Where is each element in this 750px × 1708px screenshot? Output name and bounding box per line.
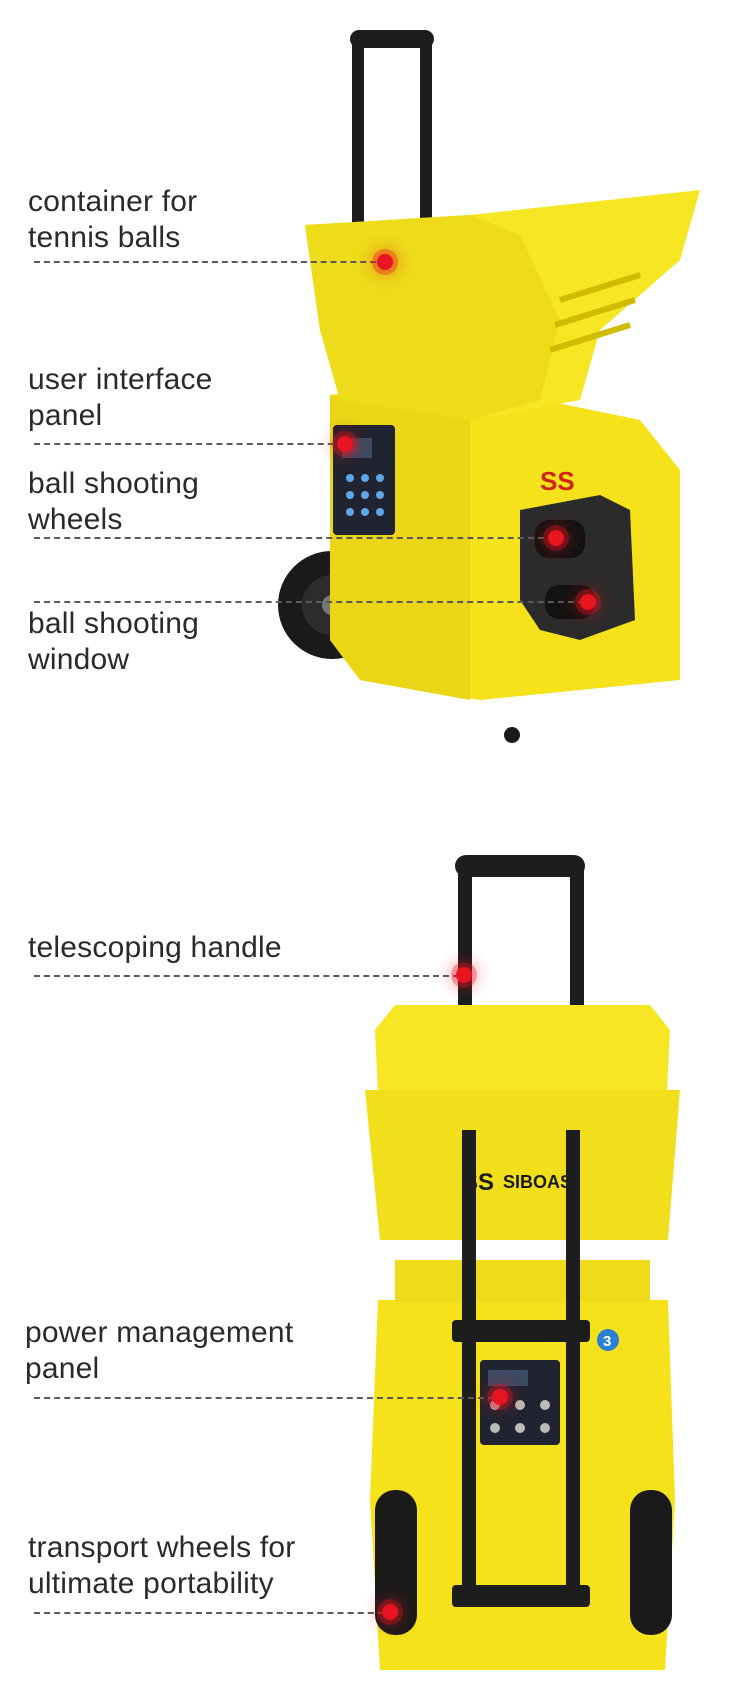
label-handle: telescoping handle — [28, 931, 282, 964]
brand-name: SIBOASI — [503, 1172, 577, 1192]
hotspot-transport-wheels[interactable] — [382, 1604, 398, 1620]
leader-shooting-wheels — [34, 537, 554, 539]
hotspot-power-panel[interactable] — [492, 1389, 508, 1405]
hotspot-handle[interactable] — [456, 967, 472, 983]
hotspot-shooting-wheels[interactable] — [548, 530, 564, 546]
label-power-panel: power management panel — [25, 1316, 294, 1385]
hotspot-shooting-window[interactable] — [580, 594, 596, 610]
svg-text:SS: SS — [540, 466, 575, 496]
leader-ui-panel — [34, 443, 344, 445]
leader-handle — [34, 975, 459, 977]
hotspot-ui-panel[interactable] — [337, 436, 353, 452]
leader-power-panel — [34, 1397, 494, 1399]
label-shooting-window: ball shooting window — [28, 607, 200, 676]
leader-container — [34, 261, 386, 263]
label-transport-wheels: transport wheels for ultimate portabilit… — [28, 1531, 296, 1600]
leader-transport-wheels — [34, 1612, 384, 1614]
label-ui-panel: user interface panel — [28, 363, 213, 432]
machine-side-view: SS — [278, 30, 700, 743]
number-badge: 3 — [603, 1333, 611, 1350]
hotspot-container[interactable] — [377, 254, 393, 270]
leader-shooting-window — [34, 601, 584, 603]
label-shooting-wheels: ball shooting wheels — [28, 467, 200, 536]
label-container: container for tennis balls — [28, 185, 198, 254]
machine-back-view: SS SIBOASI 3 — [365, 855, 680, 1670]
